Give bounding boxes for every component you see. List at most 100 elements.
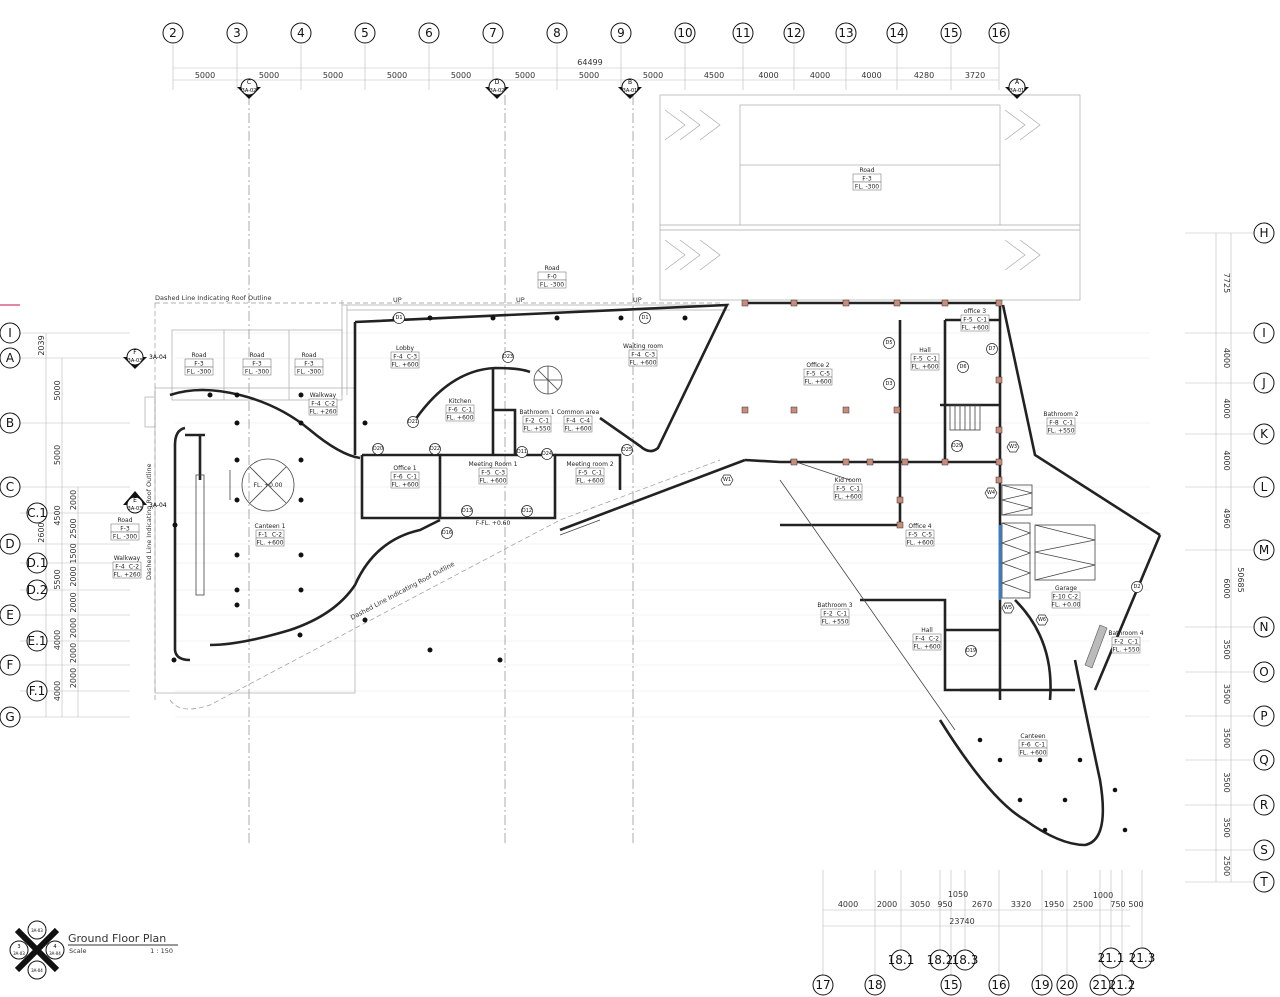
door-tag-label: D19 xyxy=(966,648,976,654)
grid-bubble-bottom: 15 xyxy=(940,974,962,996)
room-name: Road xyxy=(249,352,264,359)
room-name: Office 4 xyxy=(908,523,931,530)
room-name: Bathroom 3 xyxy=(817,602,852,609)
svg-text:C[interactable]: C xyxy=(247,79,251,86)
window-tag: W3 xyxy=(1006,441,1020,453)
svg-text:F.1: F.1 xyxy=(29,684,45,698)
room-name: Road xyxy=(117,517,132,524)
svg-text:B[interactable]: B xyxy=(628,79,632,86)
dimension-label: 3500 xyxy=(1222,728,1231,748)
svg-text:3: 3 xyxy=(17,944,20,950)
room-level: FL. +0.00 xyxy=(1052,602,1081,609)
door-tag-label: D13 xyxy=(462,508,472,514)
grid-bubble-bottom: 21.3 xyxy=(1129,947,1155,969)
column-dot xyxy=(298,457,304,463)
section-marker[interactable]: B 3A-01 xyxy=(618,78,642,99)
section-marker[interactable]: F 3A-03 3A-04 xyxy=(123,348,167,369)
room-ceiling-code: C-3 xyxy=(407,354,417,361)
meeting-floor-label: F-FL. +0.60 xyxy=(476,520,511,527)
door-tag: D3 xyxy=(883,378,895,390)
svg-text:F[interactable]: F xyxy=(133,349,137,356)
grid-bubble-right: K xyxy=(1253,423,1275,445)
grid-bubble-right: P xyxy=(1253,705,1275,727)
svg-text:J: J xyxy=(1261,376,1266,390)
grid-bubble-bottom: 21.1 xyxy=(1098,947,1124,969)
column-dot xyxy=(618,315,624,321)
svg-text:E: E xyxy=(6,608,14,622)
door-tag-label: D29 xyxy=(952,443,962,449)
svg-text:A[interactable]: A xyxy=(1015,79,1020,86)
room-name: Meeting room 2 xyxy=(566,461,614,468)
column-dot xyxy=(554,315,560,321)
room-name: Road xyxy=(301,352,316,359)
room-level: FL. -300 xyxy=(855,184,879,191)
svg-text:8: 8 xyxy=(553,26,561,40)
svg-text:G: G xyxy=(5,710,14,724)
room-level: FL. +550 xyxy=(1112,647,1139,654)
svg-text:3A-01[interactable]: 3A-01 xyxy=(1010,88,1025,94)
section-marker[interactable]: D 3A-02 xyxy=(485,78,509,99)
svg-text:3A-04[interactable]: 3A-04 xyxy=(149,502,167,509)
section-marker[interactable]: E 3A-03 3A-04 xyxy=(123,491,167,514)
room-floor-code: F-5 xyxy=(908,532,918,539)
roof-outline-note-top: Dashed Line Indicating Roof Outline xyxy=(155,294,272,302)
svg-text:3A-02[interactable]: 3A-02 xyxy=(490,88,505,94)
roof-notes: Dashed Line Indicating Roof Outline Dash… xyxy=(145,294,642,622)
title-block: 3 4 3A-03 3A-04 3A-03 3A-04 Ground Floor… xyxy=(9,920,178,980)
section-marker[interactable]: C 3A-02 xyxy=(237,78,261,99)
door-tag: D22 xyxy=(429,443,441,455)
svg-text:D: D xyxy=(5,537,14,551)
column-dot xyxy=(298,392,304,398)
grid-bubble-left: D xyxy=(0,533,21,555)
up-label: UP xyxy=(393,296,402,304)
svg-text:3A-01[interactable]: 3A-01 xyxy=(623,88,638,94)
room-level: FL. +600 xyxy=(906,540,933,547)
dimension-label: 5000 xyxy=(53,380,62,400)
door-tag: D24 xyxy=(541,448,553,460)
grid-bubble-left: E.1 xyxy=(26,630,48,652)
scale-label: Scale xyxy=(69,947,87,955)
door-tag-label: D21 xyxy=(408,419,418,425)
window-tag: W1 xyxy=(720,474,734,486)
grid-bubble-top: 15 xyxy=(940,22,962,44)
svg-text:3A-04[interactable]: 3A-04 xyxy=(149,354,167,361)
room-name: Garage xyxy=(1055,585,1077,592)
grid-bubble-top: 3 xyxy=(226,22,248,44)
room-level: FL. +600 xyxy=(446,415,473,422)
svg-text:D[interactable]: D xyxy=(495,79,500,86)
room-floor-code: F-2 xyxy=(1114,639,1124,646)
dimension-label: 5500 xyxy=(53,569,62,589)
dimension-label: 2000 xyxy=(69,490,78,510)
grid-bubble-top: 8 xyxy=(546,22,568,44)
room-name: Hall xyxy=(919,347,931,354)
grid-bubble-left: F.1 xyxy=(26,680,48,702)
column-dot xyxy=(427,647,433,653)
svg-text:6: 6 xyxy=(425,26,433,40)
room-ceiling-code: C-1 xyxy=(1128,639,1138,646)
room-floor-code: F-8 xyxy=(1049,420,1059,427)
grid-bubble-right: H xyxy=(1253,222,1275,244)
room-name: Road xyxy=(191,352,206,359)
svg-text:3A-03[interactable]: 3A-03 xyxy=(128,506,143,512)
svg-text:3A-02[interactable]: 3A-02 xyxy=(242,88,257,94)
dimension-total-top: 64499 xyxy=(577,58,602,67)
dimension-label: 5000 xyxy=(451,71,471,80)
section-marker[interactable]: A 3A-01 xyxy=(1005,78,1029,99)
column-dot xyxy=(1017,797,1023,803)
dimension-label: 3500 xyxy=(1222,772,1231,792)
svg-text:E[interactable]: E xyxy=(133,497,137,504)
svg-text:3A-03[interactable]: 3A-03 xyxy=(128,358,143,364)
door-tag: D19 xyxy=(965,645,977,657)
